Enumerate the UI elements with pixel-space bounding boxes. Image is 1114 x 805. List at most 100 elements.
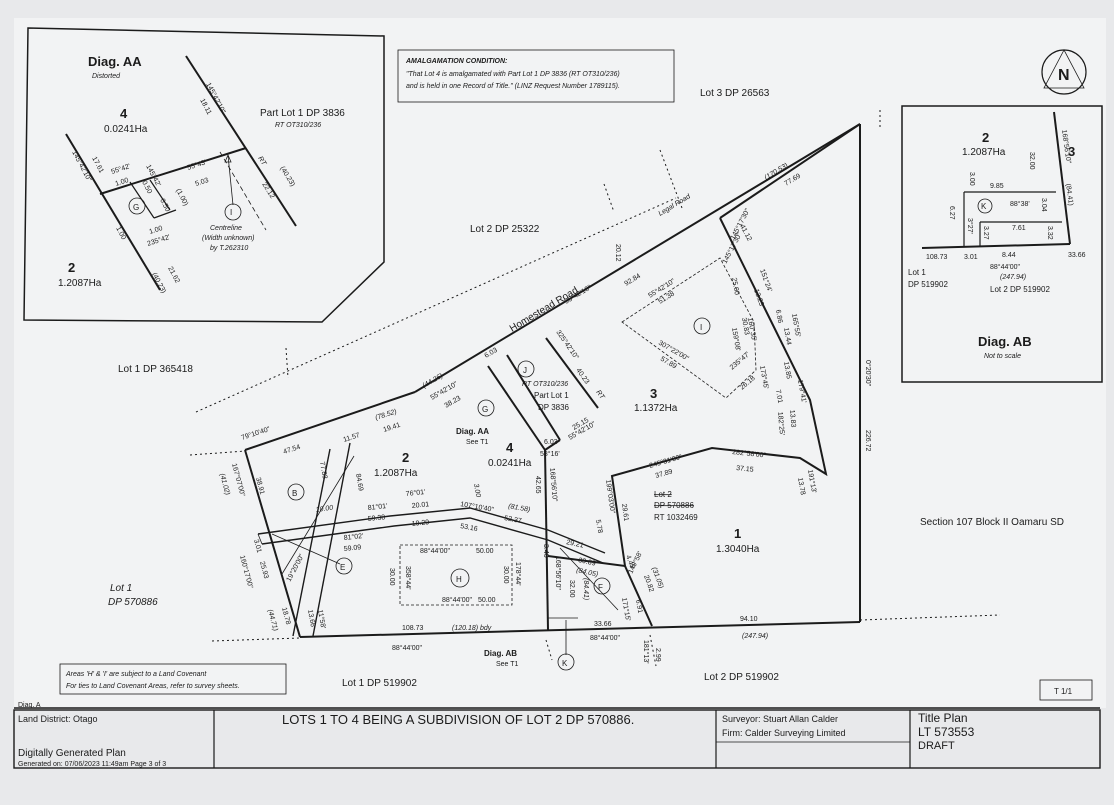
amalgamation-heading: AMALGAMATION CONDITION: xyxy=(405,58,507,65)
adjoining-lot1-dp365418: Lot 1 DP 365418 xyxy=(118,364,193,375)
dim-label: 108.73 xyxy=(402,625,424,632)
diag-aa-ref: Diag. AA xyxy=(456,427,489,436)
dim-label: 58°16' xyxy=(540,450,560,458)
diag-ab-lot2: 2 xyxy=(982,130,989,145)
dim-label: 88°44'00" xyxy=(442,596,472,604)
adjoining-dp570886: DP 570886 xyxy=(108,597,158,608)
dim-label: (247.94) xyxy=(742,633,768,640)
part-lot-label: Part Lot 1 xyxy=(534,391,569,400)
lot3-area: 1.1372Ha xyxy=(634,403,678,414)
adjoining-lot2-dp519902: Lot 2 DP 519902 xyxy=(704,672,779,683)
dim-label: 42.65 xyxy=(534,476,541,494)
diag-ab-dim: 32.00 xyxy=(1028,152,1035,170)
dim-label: 50.00 xyxy=(476,548,494,555)
surveyor: Surveyor: Stuart Allan Calder xyxy=(722,714,838,724)
plan-type: Digitally Generated Plan xyxy=(18,748,126,759)
land-district: Land District: Otago xyxy=(18,714,98,724)
easement-b-label: B xyxy=(292,489,297,498)
lot4-label: 4 xyxy=(506,440,514,455)
centreline-ref: by T.262310 xyxy=(210,245,248,252)
dim-label: 50.00 xyxy=(478,597,496,604)
adjoining-lot1: Lot 1 xyxy=(110,583,132,594)
lot4-area: 0.0241Ha xyxy=(488,458,532,469)
dim-label: (84.41) xyxy=(582,578,589,600)
diag-aa-easement-g: G xyxy=(133,203,139,212)
dim-label: 88°44'00" xyxy=(420,547,450,555)
part-lot-dp: DP 3836 xyxy=(538,403,570,412)
dim-label: 6.03 xyxy=(544,439,558,446)
easement-g-label: G xyxy=(482,405,488,414)
dim-label: 358°44' xyxy=(404,566,412,590)
diag-ab-see: See T1 xyxy=(496,661,519,668)
diag-ab-dim: 6.27 xyxy=(948,206,955,220)
diag-ab-dim: 3°27' xyxy=(966,218,974,234)
dim-label: 178°44' xyxy=(514,562,522,586)
diag-aa-part-rt: RT OT310/236 xyxy=(275,122,321,129)
diag-ab-dim: 9.85 xyxy=(990,183,1004,190)
covenant-note-line1: Areas 'H' & 'I' are subject to a Land Co… xyxy=(65,671,207,678)
centreline-width: (Width unknown) xyxy=(202,235,254,242)
dim-label: 30.00 xyxy=(388,568,395,586)
dim-label: 2.99 xyxy=(654,648,661,662)
dim-label: 3.40 xyxy=(542,544,549,558)
plan-number: LT 573553 xyxy=(918,725,975,739)
diag-ab-dim: 33.66 xyxy=(1068,252,1086,259)
road-width: 20.12 xyxy=(614,244,621,262)
diag-aa-lot2-area: 1.2087Ha xyxy=(58,278,102,289)
diag-aa-part-lot: Part Lot 1 DP 3836 xyxy=(260,108,345,119)
diag-ab-title: Diag. AB xyxy=(978,334,1032,349)
adjoining-lot3-dp26563: Lot 3 DP 26563 xyxy=(700,88,770,99)
diag-ab-dim: 3.01 xyxy=(964,254,978,261)
diag-aa-lot4: 4 xyxy=(120,106,128,121)
firm: Firm: Calder Surveying Limited xyxy=(722,728,846,738)
lot3-label: 3 xyxy=(650,386,657,401)
old-lot-rt: RT 1032469 xyxy=(654,513,698,522)
adjoining-lot2-dp25322: Lot 2 DP 25322 xyxy=(470,224,540,235)
adjoining-section-107: Section 107 Block II Oamaru SD xyxy=(920,517,1064,528)
plan-status: DRAFT xyxy=(918,740,955,752)
diag-ab-bdy: (120.18) bdy xyxy=(452,625,492,632)
centreline-label: Centreline xyxy=(210,225,242,232)
diag-ab-dim: 8.44 xyxy=(1002,252,1016,259)
area-h-label: H xyxy=(456,575,462,584)
diag-aa-title: Diag. AA xyxy=(88,54,142,69)
diag-ab-dim: 3.27 xyxy=(982,226,989,240)
diag-aa-lot4-area: 0.0241Ha xyxy=(104,124,148,135)
lot2-label: 2 xyxy=(402,450,409,465)
dim-label: 88°44'00" xyxy=(590,634,620,642)
diag-a-note: Diag. A xyxy=(18,702,41,709)
dim-label: 168°56'10" xyxy=(554,556,562,590)
diag-ab-dim: 3.00 xyxy=(968,172,975,186)
lot1-label: 1 xyxy=(734,526,741,541)
adjoining-lot1-dp519902: Lot 1 DP 519902 xyxy=(342,678,417,689)
amalgamation-line1: "That Lot 4 is amalgamated with Part Lot… xyxy=(406,71,620,78)
diag-ab-dim: 108.73 xyxy=(926,254,948,261)
sheet-number: T 1/1 xyxy=(1054,687,1073,696)
diag-ab-subtitle: Not to scale xyxy=(984,353,1021,360)
diag-ab-ref: Diag. AB xyxy=(484,649,517,658)
plan-description: LOTS 1 TO 4 BEING A SUBDIVISION OF LOT 2… xyxy=(282,712,634,727)
amalgamation-line2: and is held in one Record of Title." (LI… xyxy=(406,83,620,90)
diag-ab-dim: 88°44'00" xyxy=(990,263,1020,271)
dim-label: 226.72 xyxy=(864,430,871,452)
easement-e-label: E xyxy=(340,563,345,572)
diag-ab-lot2-dp: Lot 2 DP 519902 xyxy=(990,285,1050,294)
old-lot-dp: DP 570886 xyxy=(654,501,694,510)
lot1-area: 1.3040Ha xyxy=(716,544,760,555)
dim-label: 88°44'00" xyxy=(392,644,422,652)
north-label: N xyxy=(1058,67,1070,84)
dim-label: 94.10 xyxy=(740,616,758,623)
diag-ab-dim: 3.04 xyxy=(1040,198,1047,212)
easement-j-label: J xyxy=(523,366,527,375)
plan-paper xyxy=(14,18,1106,708)
diag-aa-see: See T1 xyxy=(466,439,489,446)
dim-label: 30.00 xyxy=(502,566,509,584)
diag-ab-lot2-area: 1.2087Ha xyxy=(962,147,1006,158)
dim-label: 33.66 xyxy=(594,621,612,628)
generated-date: Generated on: 07/06/2023 11:49am Page 3 … xyxy=(18,761,166,768)
covenant-note-line2: For ties to Land Covenant Areas, refer t… xyxy=(66,683,240,690)
lot2-area: 1.2087Ha xyxy=(374,468,418,479)
diag-aa-subtitle: Distorted xyxy=(92,73,121,80)
dim-label: 181°13' xyxy=(642,640,650,664)
